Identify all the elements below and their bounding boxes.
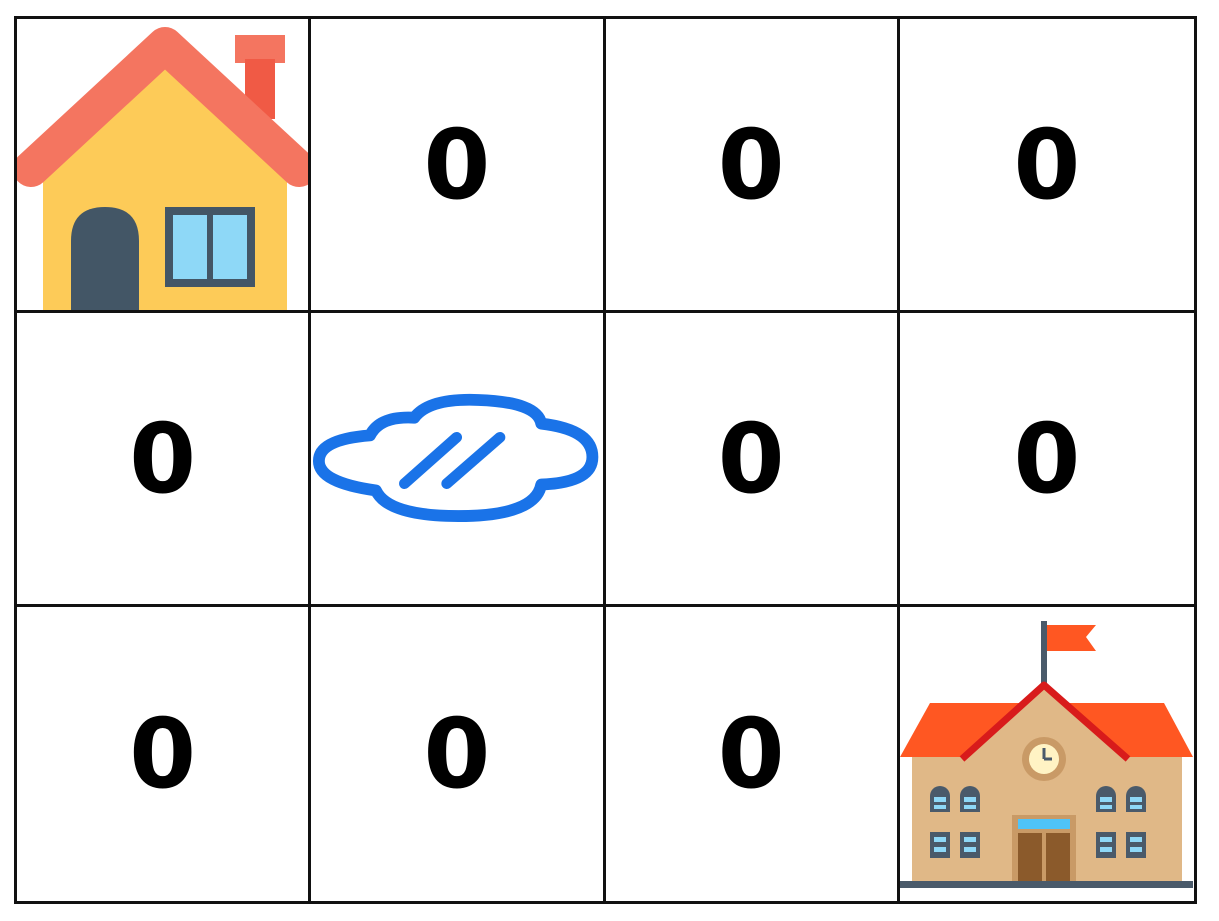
cell-value: 0 — [717, 698, 785, 810]
cell-r1-c3[interactable]: 0 — [605, 19, 900, 313]
puddle-icon — [313, 393, 599, 522]
cell-value: 0 — [423, 698, 491, 810]
cell-r3-c3[interactable]: 0 — [605, 607, 900, 901]
cell-r2-c1[interactable]: 0 — [17, 313, 312, 607]
cell-r2-c2[interactable] — [311, 313, 606, 607]
cell-r3-c2[interactable]: 0 — [311, 607, 606, 901]
cell-r1-c1[interactable] — [17, 19, 312, 313]
cell-r2-c3[interactable]: 0 — [605, 313, 900, 607]
cell-value: 0 — [717, 402, 785, 515]
cell-r1-c2[interactable]: 0 — [311, 19, 606, 313]
cell-r3-c1[interactable]: 0 — [17, 607, 312, 901]
game-board: 0 0 0 0 0 0 0 0 0 — [14, 16, 1197, 904]
cell-r2-c4[interactable]: 0 — [899, 313, 1194, 607]
cell-value: 0 — [129, 402, 197, 515]
house-icon — [17, 27, 309, 310]
cell-value: 0 — [1013, 402, 1081, 515]
school-icon — [899, 621, 1193, 888]
cell-value: 0 — [717, 108, 785, 221]
cell-r3-c4[interactable] — [899, 607, 1194, 901]
cell-value: 0 — [129, 698, 197, 810]
cell-value: 0 — [423, 108, 491, 221]
cell-value: 0 — [1013, 108, 1081, 221]
cell-r1-c4[interactable]: 0 — [899, 19, 1194, 313]
